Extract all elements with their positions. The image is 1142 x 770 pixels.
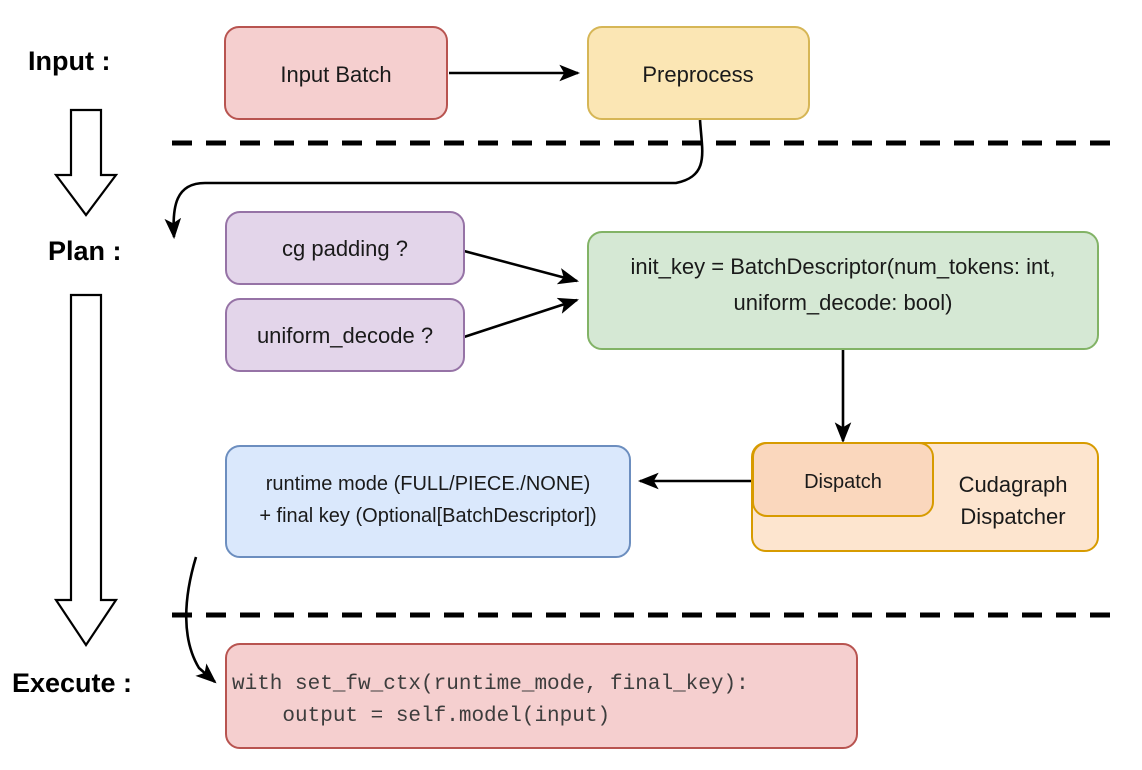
node-uniform-decode-label: uniform_decode ? bbox=[257, 323, 433, 348]
edge-cg-padding-to-init-key bbox=[463, 249, 580, 285]
node-init-key-label-line2: uniform_decode: bool) bbox=[734, 290, 953, 315]
node-runtime-mode-label-line2: + final key (Optional[BatchDescriptor]) bbox=[259, 505, 596, 527]
node-input-batch-label: Input Batch bbox=[280, 62, 391, 87]
node-dispatch-shape[interactable] bbox=[752, 442, 934, 517]
node-init-key[interactable]: init_key = BatchDescriptor(num_tokens: i… bbox=[587, 231, 1099, 350]
stage-label-execute: Execute : bbox=[12, 668, 132, 698]
node-cg-padding-shape[interactable] bbox=[225, 211, 465, 285]
edge-runtime-mode-to-exec-code bbox=[184, 556, 217, 684]
node-input-batch[interactable]: Input Batch bbox=[224, 26, 448, 120]
node-exec-code-line1: with set_fw_ctx(runtime_mode, final_key)… bbox=[232, 673, 749, 696]
node-runtime-mode-label-line1: runtime mode (FULL/PIECE./NONE) bbox=[266, 473, 591, 495]
edge-uniform-decode-to-init-key bbox=[463, 297, 579, 339]
stage-flow-arrow-input-to-plan bbox=[53, 108, 119, 217]
node-cg-padding-label: cg padding ? bbox=[282, 236, 408, 261]
node-preprocess-label: Preprocess bbox=[642, 62, 753, 87]
stage-label-input-text: Input : bbox=[28, 46, 110, 76]
node-uniform-decode[interactable]: uniform_decode ? bbox=[225, 298, 465, 372]
node-runtime-mode[interactable]: runtime mode (FULL/PIECE./NONE) + final … bbox=[225, 445, 631, 558]
edge-preprocess-to-cg-padding bbox=[164, 119, 704, 240]
node-dispatch-label: Dispatch bbox=[804, 471, 882, 493]
node-uniform-decode-shape[interactable] bbox=[225, 298, 465, 372]
node-exec-code[interactable]: with set_fw_ctx(runtime_mode, final_key)… bbox=[225, 643, 858, 749]
node-dispatch[interactable]: Dispatch bbox=[752, 442, 934, 517]
node-cudagraph-dispatcher-label-line2: Dispatcher bbox=[960, 504, 1065, 529]
node-exec-code-line2: output = self.model(input) bbox=[232, 705, 610, 728]
stage-label-plan: Plan : bbox=[48, 236, 122, 266]
node-exec-code-shape[interactable] bbox=[225, 643, 858, 749]
node-cg-padding[interactable]: cg padding ? bbox=[225, 211, 465, 285]
stage-label-input: Input : bbox=[28, 46, 110, 76]
node-init-key-shape[interactable] bbox=[587, 231, 1099, 350]
node-preprocess-shape[interactable] bbox=[587, 26, 810, 120]
node-runtime-mode-shape[interactable] bbox=[225, 445, 631, 558]
stage-label-plan-text: Plan : bbox=[48, 236, 122, 266]
stage-flow-arrow-plan-to-execute bbox=[53, 293, 119, 647]
node-init-key-label-line1: init_key = BatchDescriptor(num_tokens: i… bbox=[631, 254, 1056, 279]
node-preprocess[interactable]: Preprocess bbox=[587, 26, 810, 120]
node-input-batch-shape[interactable] bbox=[224, 26, 448, 120]
stage-label-execute-text: Execute : bbox=[12, 668, 132, 698]
node-cudagraph-dispatcher-label-line1: Cudagraph bbox=[959, 472, 1068, 497]
